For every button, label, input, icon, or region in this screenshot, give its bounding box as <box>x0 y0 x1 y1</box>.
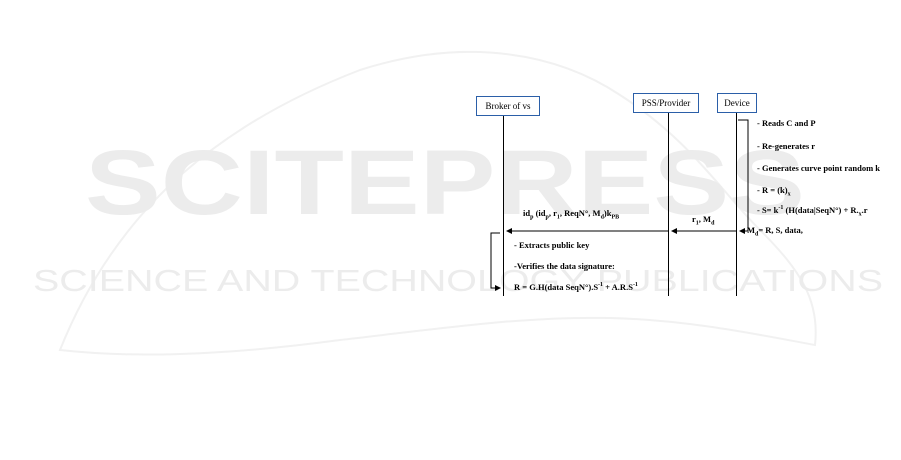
lifeline-device <box>736 113 737 296</box>
actor-pss-provider: PSS/Provider <box>633 93 699 113</box>
lifeline-broker <box>503 116 504 296</box>
device-step-read: - Reads C and P <box>757 118 816 128</box>
actor-broker-label: Broker of vs <box>485 101 531 111</box>
message-label-device-to-pss: r1, Md <box>692 214 715 227</box>
actor-device: Device <box>717 93 757 113</box>
device-step-generate-k: - Generates curve point random k <box>757 163 881 173</box>
actor-device-label: Device <box>724 98 750 108</box>
actor-pss-label: PSS/Provider <box>641 98 691 108</box>
message-label-pss-to-broker: idp (idp, r1, ReqN°, Md)kPB <box>523 208 620 221</box>
broker-step-extract-key: - Extracts public key <box>514 240 590 250</box>
actor-broker: Broker of vs <box>476 96 540 116</box>
device-step-compute-s: - S= k-1 (H(data|SeqN°) + R.x.r <box>757 205 868 218</box>
device-step-md: - Md= R, S, data, <box>742 225 803 238</box>
broker-step-verify: -Verifies the data signature: <box>514 261 615 271</box>
device-step-compute-r: - R = (k)x <box>757 185 791 198</box>
watermark-title: SCITEPRESS <box>85 132 805 234</box>
device-step-regenerate: - Re-generates r <box>757 141 816 151</box>
lifeline-pss <box>668 113 669 296</box>
broker-step-equation: R = G.H(data SeqN°).S-1 + A.R.S-1 <box>514 282 638 292</box>
watermark-subtitle: SCIENCE AND TECHNOLOGY PUBLICATIONS <box>33 263 883 298</box>
watermark-map-outline <box>58 50 817 356</box>
device-process-bracket <box>738 119 749 234</box>
broker-process-bracket <box>490 232 501 291</box>
